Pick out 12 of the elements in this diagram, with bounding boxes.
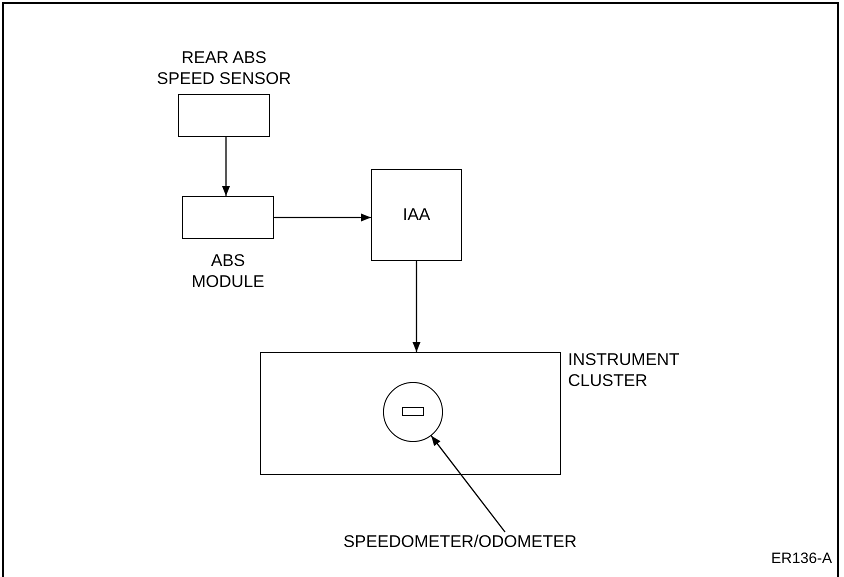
gauge-dial <box>383 382 443 442</box>
figure-code: ER136-A <box>771 549 832 569</box>
component-label: REAR ABS SPEED SENSOR <box>156 47 292 89</box>
arrow <box>274 214 371 222</box>
callout-text: SPEEDOMETER/ODOMETER <box>250 530 670 554</box>
module-box <box>371 169 462 261</box>
arrow <box>412 261 420 352</box>
component-label: ABS MODULE <box>190 250 266 292</box>
leader-line <box>430 435 506 532</box>
component-label: INSTRUMENT CLUSTER <box>568 349 680 391</box>
arrow <box>222 137 230 196</box>
component-label: IAA <box>402 204 432 225</box>
